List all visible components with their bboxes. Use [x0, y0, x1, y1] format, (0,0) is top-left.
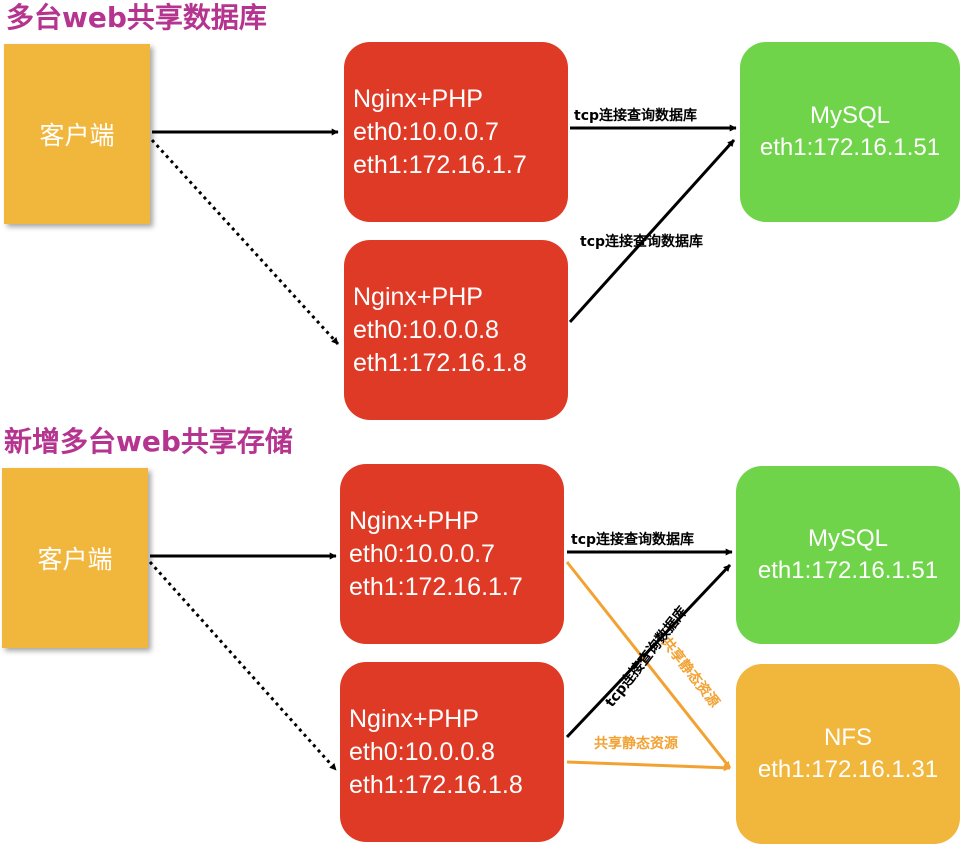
edge-web2-db-1 — [568, 138, 736, 324]
web1-service-1: Nginx+PHP — [353, 84, 483, 113]
connection-layer: tcp连接查询数据库 tcp连接查询数据库 tcp连接查询数据库 tcp连接查询… — [148, 107, 737, 772]
mysql-node-2: MySQL eth1:172.16.1.51 — [736, 466, 960, 644]
web1-eth1-2: eth1:172.16.1.7 — [349, 572, 523, 601]
web2-eth1-2: eth1:172.16.1.8 — [349, 770, 523, 799]
client-label-2: 客户端 — [37, 545, 113, 574]
mysql-name-2: MySQL — [807, 525, 888, 552]
web-server-2-section1: Nginx+PHP eth0:10.0.0.8 eth1:172.16.1.8 — [344, 240, 568, 420]
section1-title: 多台web共享数据库 — [6, 1, 267, 34]
edge-client-web2-2 — [148, 561, 338, 771]
web-server-1-section1: Nginx+PHP eth0:10.0.0.7 eth1:172.16.1.7 — [344, 42, 568, 222]
web-server-2-section2: Nginx+PHP eth0:10.0.0.8 eth1:172.16.1.8 — [340, 662, 564, 842]
edge-label-web2-nfs-2: 共享静态资源 — [594, 735, 678, 752]
mysql-eth1-2: eth1:172.16.1.51 — [757, 557, 939, 584]
web2-service-2: Nginx+PHP — [349, 704, 479, 733]
web1-eth0-1: eth0:10.0.0.7 — [353, 117, 499, 146]
edge-web2-db-2 — [565, 563, 732, 739]
edge-label-web1-db-2: tcp连接查询数据库 — [571, 531, 694, 548]
mysql-name-1: MySQL — [809, 102, 890, 129]
web2-eth0-2: eth0:10.0.0.8 — [349, 737, 495, 766]
edge-web2-nfs-2 — [566, 760, 731, 772]
nfs-name-2: NFS — [824, 724, 872, 751]
web2-eth1-1: eth1:172.16.1.8 — [353, 348, 527, 377]
web2-service-1: Nginx+PHP — [353, 282, 483, 311]
web-server-1-section2: Nginx+PHP eth0:10.0.0.7 eth1:172.16.1.7 — [340, 464, 564, 644]
edge-web1-nfs-2 — [565, 561, 732, 769]
web2-eth0-1: eth0:10.0.0.8 — [353, 315, 499, 344]
web1-eth0-2: eth0:10.0.0.7 — [349, 539, 495, 568]
edge-label-web1-db-1: tcp连接查询数据库 — [574, 107, 697, 124]
client-node-2: 客户端 — [2, 468, 148, 648]
nfs-node-2: NFS eth1:172.16.1.31 — [736, 664, 960, 844]
edge-client-web2-1 — [150, 138, 340, 346]
web1-eth1-1: eth1:172.16.1.7 — [353, 150, 527, 179]
web1-service-2: Nginx+PHP — [349, 506, 479, 535]
section2-title: 新增多台web共享存储 — [4, 425, 293, 458]
mysql-eth1-1: eth1:172.16.1.51 — [759, 134, 941, 161]
edge-label-web2-db-1: tcp连接查询数据库 — [580, 233, 703, 250]
mysql-node-1: MySQL eth1:172.16.1.51 — [740, 42, 960, 222]
client-label-1: 客户端 — [39, 121, 115, 150]
nfs-eth1-2: eth1:172.16.1.31 — [757, 756, 939, 783]
edge-label-web1-nfs-2: 共享静态资源 — [658, 634, 723, 711]
client-node-1: 客户端 — [4, 44, 150, 224]
